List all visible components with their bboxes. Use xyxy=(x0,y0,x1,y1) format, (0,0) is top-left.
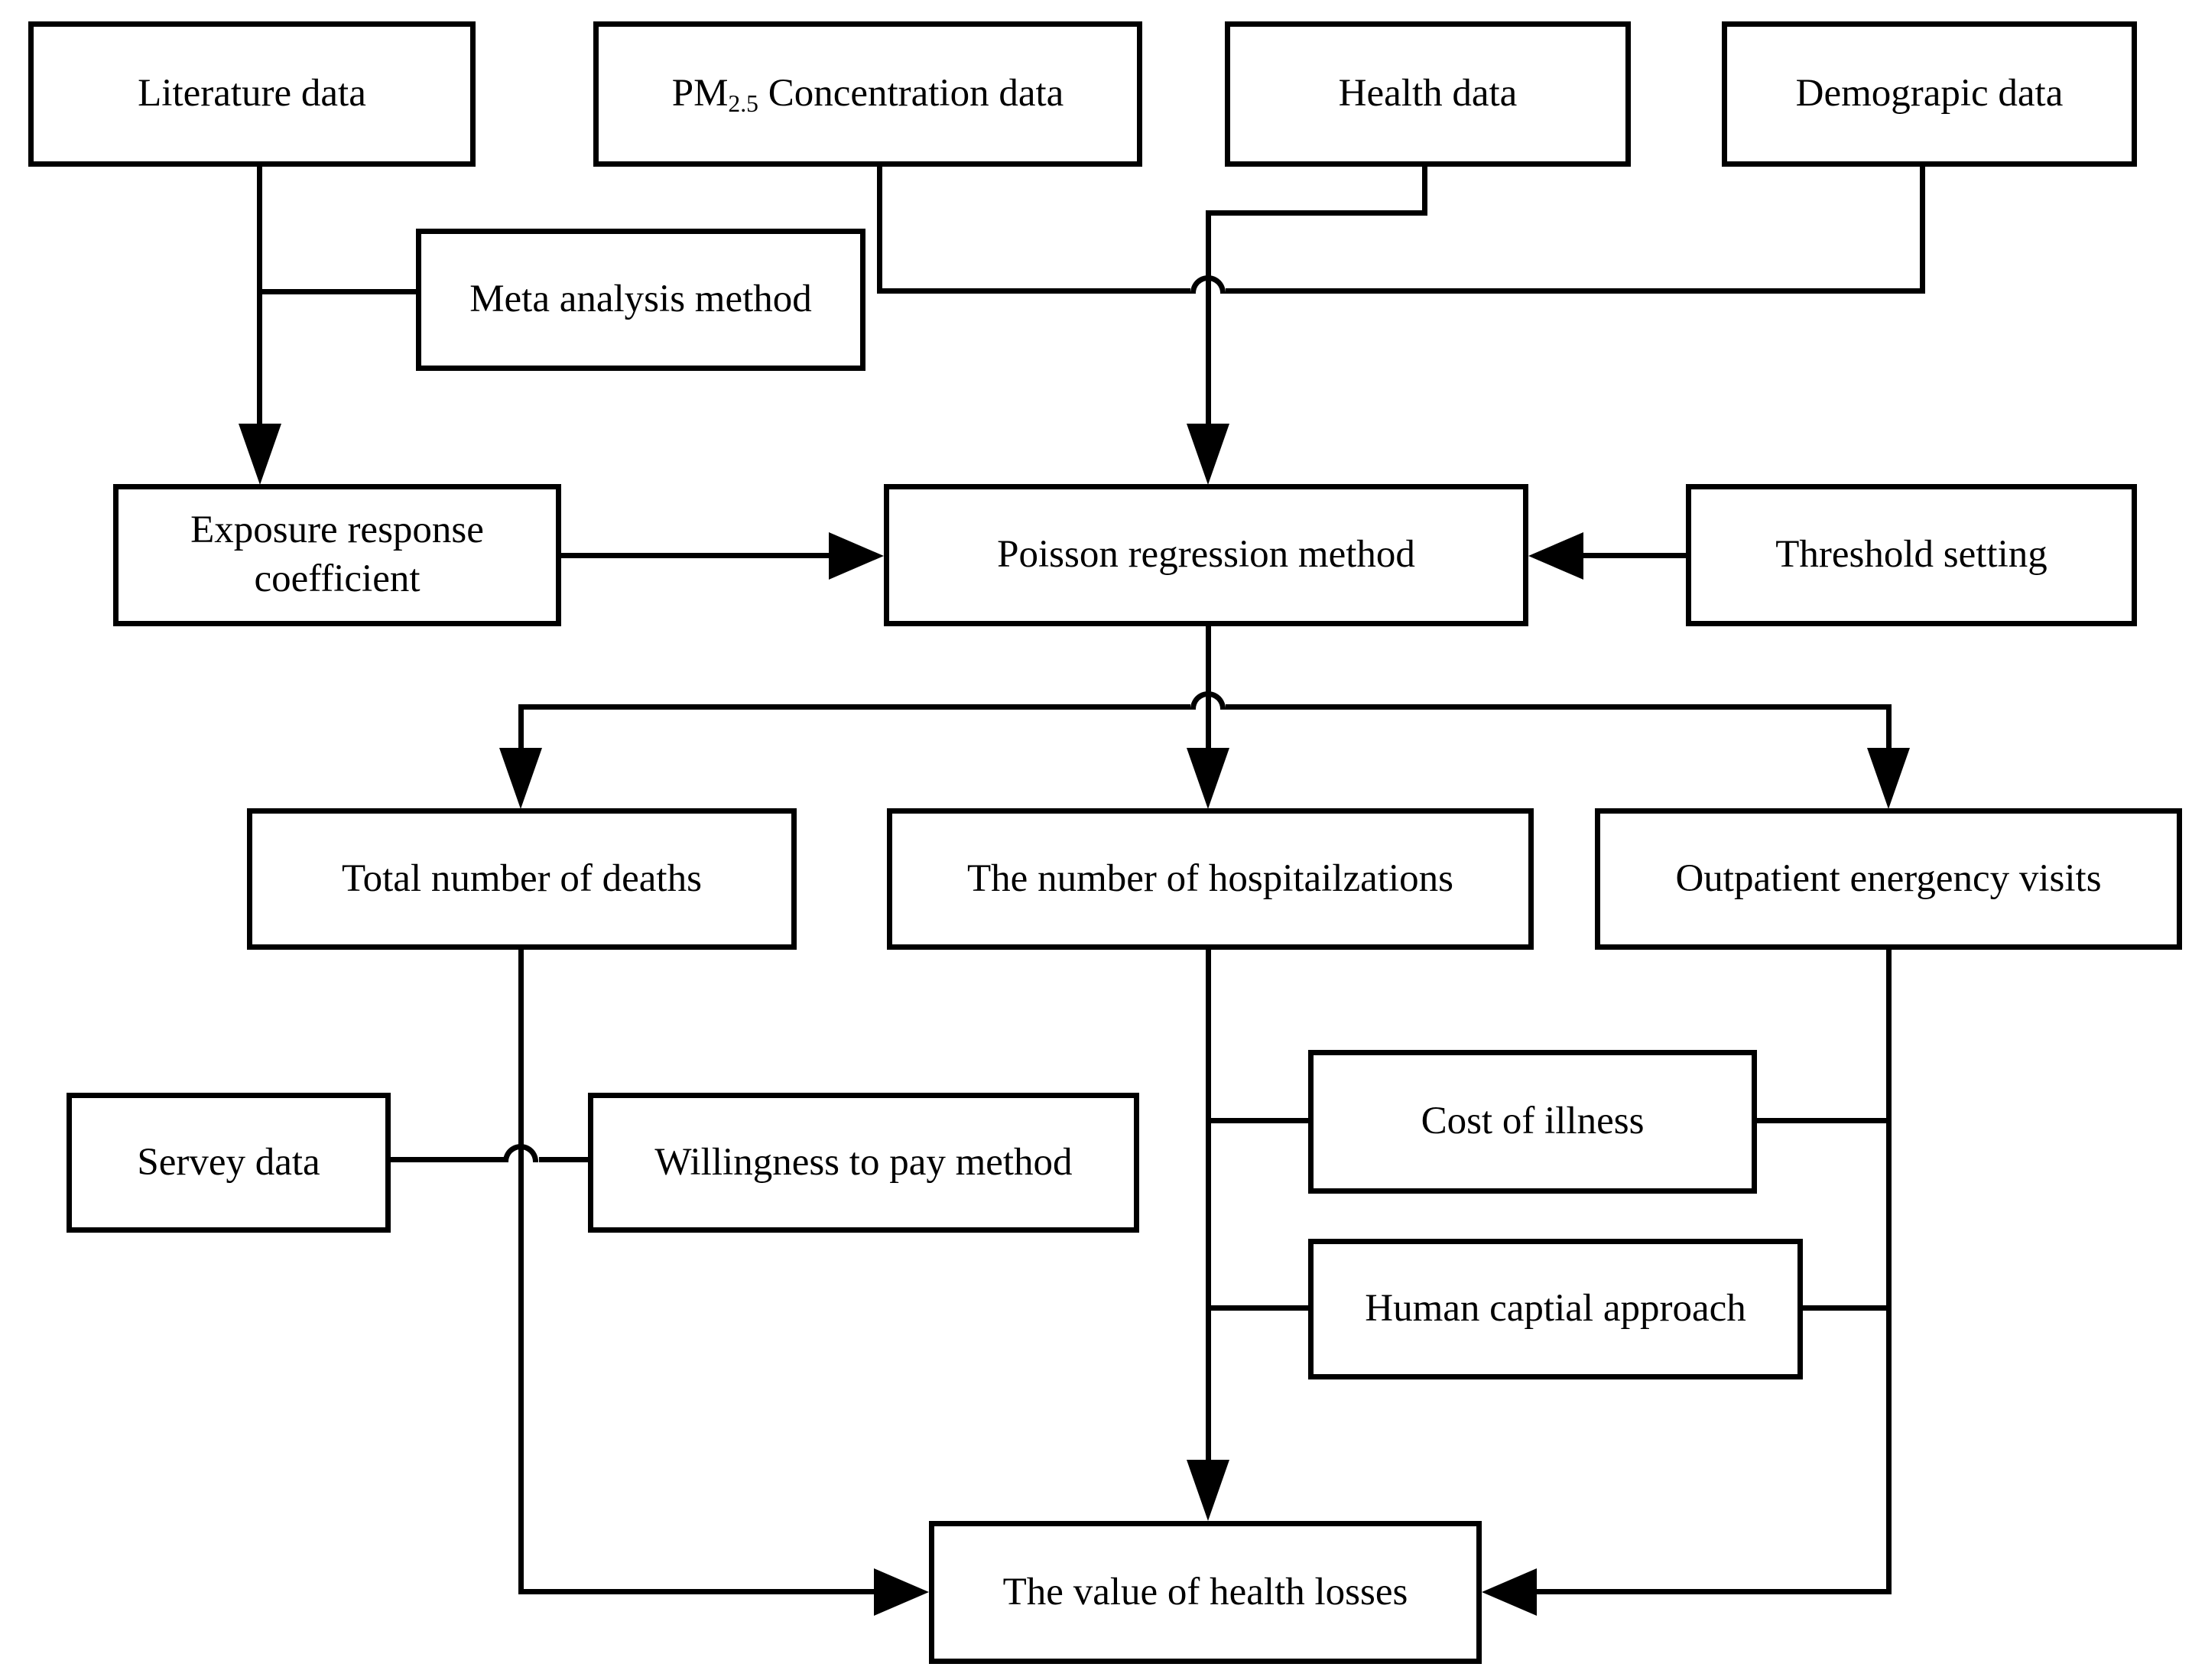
box-threshold-setting: Threshold setting xyxy=(1686,484,2137,626)
box-pm25-concentration-data-label: PM2.5 Concentration data xyxy=(671,71,1064,117)
arrowhead-into-hospitalizations xyxy=(1187,748,1229,809)
connector-drop-outpatient xyxy=(1886,704,1892,751)
box-total-number-of-deaths: Total number of deaths xyxy=(247,808,797,950)
box-survey-data: Servey data xyxy=(67,1093,391,1233)
box-exposure-response-coefficient-line1: Exposure response xyxy=(190,509,484,552)
connector-health-poisson xyxy=(1206,210,1211,425)
connector-top-collector-left xyxy=(877,288,1190,294)
box-literature-data: Literature data xyxy=(28,21,476,167)
connector-health-jog xyxy=(1206,210,1427,216)
connector-survey-wtp-left xyxy=(391,1157,504,1162)
connector-hca-right xyxy=(1803,1305,1889,1311)
arrowhead-into-outpatient xyxy=(1867,748,1910,809)
box-demographic-data: Demograpic data xyxy=(1722,21,2137,167)
connector-distribution-left xyxy=(518,704,1190,710)
connector-distribution-right xyxy=(1226,704,1892,710)
box-total-number-of-deaths-label: Total number of deaths xyxy=(342,856,702,900)
box-literature-data-label: Literature data xyxy=(138,72,366,115)
connector-health-down xyxy=(1422,165,1427,216)
box-number-of-hospitalizations: The number of hospitailzations xyxy=(887,808,1534,950)
box-cost-of-illness-label: Cost of illness xyxy=(1421,1100,1645,1143)
arrowhead-into-value-top xyxy=(1187,1460,1229,1521)
box-human-capital-approach: Human captial approach xyxy=(1308,1239,1803,1379)
arrowhead-into-deaths xyxy=(499,748,542,809)
connector-coi-left xyxy=(1208,1118,1308,1123)
connector-survey-wtp-right xyxy=(539,1157,588,1162)
connector-literature-down xyxy=(257,165,262,427)
box-poisson-regression-method: Poisson regression method xyxy=(884,484,1528,626)
pm25-subscript: 2.5 xyxy=(728,89,758,117)
box-number-of-hospitalizations-label: The number of hospitailzations xyxy=(967,856,1453,900)
arrowhead-into-value-right xyxy=(1482,1568,1537,1616)
box-willingness-to-pay-method: Willingness to pay method xyxy=(588,1093,1139,1233)
connector-exposure-poisson xyxy=(561,553,830,558)
arrowhead-into-poisson-left xyxy=(829,532,884,580)
connector-value-left xyxy=(518,1589,875,1594)
box-human-capital-approach-label: Human captial approach xyxy=(1365,1287,1746,1331)
arrowhead-into-poisson-top xyxy=(1187,424,1229,485)
connector-hca-left xyxy=(1208,1305,1308,1311)
connector-value-right xyxy=(1535,1589,1892,1594)
box-demographic-data-label: Demograpic data xyxy=(1795,72,2064,115)
box-outpatient-emergency-visits-label: Outpatient energency visits xyxy=(1675,856,2102,900)
box-pm25-concentration-data: PM2.5 Concentration data xyxy=(593,21,1142,167)
connector-demographic-down xyxy=(1920,165,1925,294)
connector-pm25-down xyxy=(877,165,882,294)
line-jump-top-collector xyxy=(1190,275,1226,294)
box-value-of-health-losses: The value of health losses xyxy=(929,1521,1482,1664)
connector-coi-right xyxy=(1757,1118,1889,1123)
line-jump-distribution xyxy=(1190,691,1226,710)
box-threshold-setting-label: Threshold setting xyxy=(1775,533,2048,577)
connector-literature-meta xyxy=(257,289,416,294)
connector-drop-deaths xyxy=(518,704,524,751)
box-value-of-health-losses-label: The value of health losses xyxy=(1002,1570,1408,1613)
box-health-data-label: Health data xyxy=(1338,72,1518,115)
box-outpatient-emergency-visits: Outpatient energency visits xyxy=(1595,808,2182,950)
arrowhead-into-poisson-right xyxy=(1528,532,1583,580)
line-jump-survey-wtp xyxy=(503,1144,538,1162)
box-poisson-regression-method-label: Poisson regression method xyxy=(997,533,1415,577)
box-meta-analysis-method: Meta analysis method xyxy=(416,229,865,371)
connector-deaths-down xyxy=(518,949,524,1594)
box-meta-analysis-method-label: Meta analysis method xyxy=(469,278,812,321)
connector-threshold-poisson xyxy=(1582,553,1686,558)
connector-top-collector-right xyxy=(1226,288,1925,294)
box-health-data: Health data xyxy=(1225,21,1631,167)
connector-hospitalizations-down xyxy=(1206,949,1211,1461)
box-cost-of-illness: Cost of illness xyxy=(1308,1050,1757,1194)
box-willingness-to-pay-method-label: Willingness to pay method xyxy=(654,1140,1073,1184)
box-exposure-response-coefficient-line2: coefficient xyxy=(254,557,421,600)
connector-outpatient-down xyxy=(1886,949,1892,1594)
connector-poisson-down xyxy=(1206,626,1211,751)
box-exposure-response-coefficient: Exposure response coefficient xyxy=(113,484,561,626)
arrowhead-into-exposure xyxy=(239,424,281,485)
arrowhead-into-value-left xyxy=(874,1568,929,1616)
box-survey-data-label: Servey data xyxy=(137,1140,320,1184)
